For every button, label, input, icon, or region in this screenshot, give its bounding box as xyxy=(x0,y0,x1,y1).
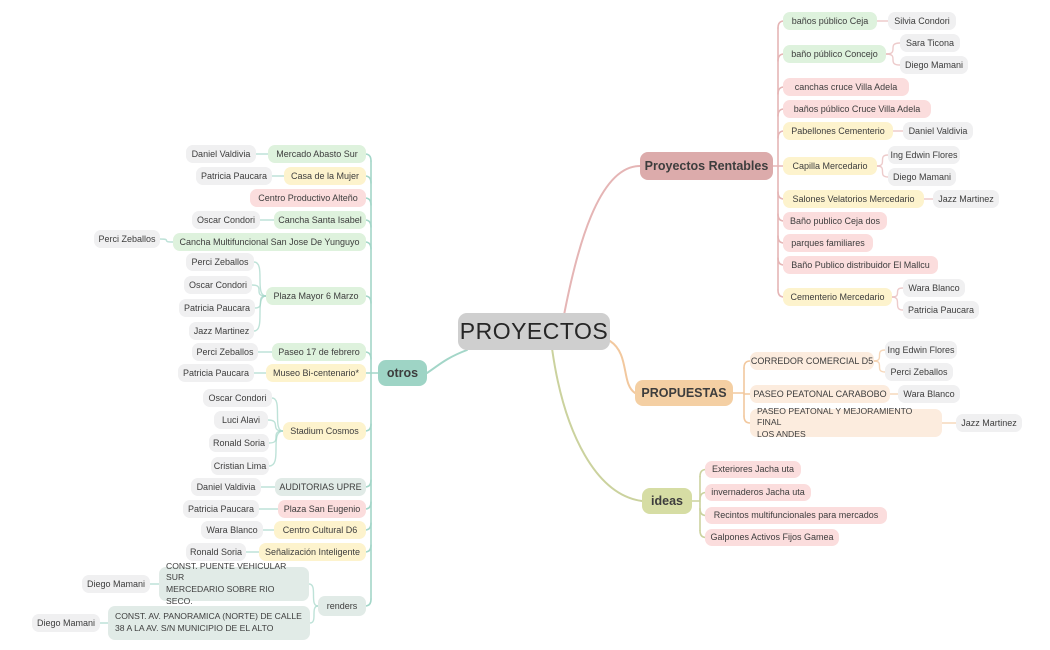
edge-line xyxy=(891,296,904,311)
node-daniel-valdivia[interactable]: Daniel Valdivia xyxy=(186,145,256,163)
node-diego-mamani[interactable]: Diego Mamani xyxy=(82,575,150,593)
node-propuestas[interactable]: PROPUESTAS xyxy=(635,380,733,406)
edge-line xyxy=(876,165,889,178)
node-cancha-multifuncional-san-jose-de-yunguy[interactable]: Cancha Multifuncional San Jose De Yunguy… xyxy=(173,233,366,251)
node-patricia-paucara[interactable]: Patricia Paucara xyxy=(196,167,272,185)
node-diego-mamani[interactable]: Diego Mamani xyxy=(900,56,968,74)
node-plaza-san-eugenio[interactable]: Plaza San Eugenio xyxy=(278,500,366,518)
node-luci-alavi[interactable]: Luci Alavi xyxy=(214,411,268,429)
node-perci-zeballos[interactable]: Perci Zeballos xyxy=(192,343,258,361)
node-silvia-condori[interactable]: Silvia Condori xyxy=(888,12,956,30)
node-diego-mamani[interactable]: Diego Mamani xyxy=(32,614,100,632)
node-paseo-17-de-febrero[interactable]: Paseo 17 de febrero xyxy=(272,343,366,361)
node-proyectos[interactable]: PROYECTOS xyxy=(458,313,610,350)
node-perci-zeballos[interactable]: Perci Zeballos xyxy=(885,363,953,381)
node-oscar-condori[interactable]: Oscar Condori xyxy=(184,276,252,294)
node-baño-público-concejo[interactable]: baño público Concejo xyxy=(783,45,886,63)
node-diego-mamani[interactable]: Diego Mamani xyxy=(888,168,956,186)
node-paseo-peatonal-carabobo[interactable]: PASEO PEATONAL CARABOBO xyxy=(750,385,890,403)
node-patricia-paucara[interactable]: Patricia Paucara xyxy=(179,299,255,317)
edge-line xyxy=(251,284,267,297)
edge-line xyxy=(563,165,641,314)
node-perci-zeballos[interactable]: Perci Zeballos xyxy=(94,230,160,248)
node-cancha-santa-isabel[interactable]: Cancha Santa Isabel xyxy=(274,211,366,229)
edge-line xyxy=(873,349,886,362)
edge-line xyxy=(271,397,284,432)
node-salones-velatorios-mercedario[interactable]: Salones Velatorios Mercedario xyxy=(783,190,924,208)
node-baños-público-cruce-villa-adela[interactable]: baños público Cruce Villa Adela xyxy=(783,100,931,118)
edge-line xyxy=(159,238,174,243)
node-canchas-cruce-villa-adela[interactable]: canchas cruce Villa Adela xyxy=(783,78,909,96)
edge-line xyxy=(609,340,636,394)
node-ideas[interactable]: ideas xyxy=(642,488,692,514)
node-patricia-paucara[interactable]: Patricia Paucara xyxy=(903,301,979,319)
edge-line xyxy=(268,430,284,467)
node-auditorias-upre[interactable]: AUDITORIAS UPRE xyxy=(275,478,366,496)
node-exteriores-jacha-uta[interactable]: Exteriores Jacha uta xyxy=(705,461,801,478)
node-invernaderos-jacha-uta[interactable]: invernaderos Jacha uta xyxy=(705,484,811,501)
edge-line xyxy=(891,287,904,298)
node-señalización-inteligente[interactable]: Señalización Inteligente xyxy=(259,543,366,561)
node-wara-blanco[interactable]: Wara Blanco xyxy=(898,385,960,403)
node-baños-público-ceja[interactable]: baños público Ceja xyxy=(783,12,877,30)
edge-line xyxy=(873,360,886,373)
edge-line xyxy=(885,42,901,55)
edge-line xyxy=(253,261,267,297)
node-baño-publico-ceja-dos[interactable]: Baño publico Ceja dos xyxy=(783,212,887,230)
edge-line xyxy=(743,415,751,424)
node-capilla-mercedario[interactable]: Capilla Mercedario xyxy=(783,157,877,175)
node-corredor-comercial-d5[interactable]: CORREDOR COMERCIAL D5 xyxy=(750,352,874,370)
edge-line xyxy=(426,349,468,374)
node-wara-blanco[interactable]: Wara Blanco xyxy=(903,279,965,297)
node-proyectos-rentables[interactable]: Proyectos Rentables xyxy=(640,152,773,180)
edge-line xyxy=(309,605,319,624)
node-oscar-condori[interactable]: Oscar Condori xyxy=(203,389,272,407)
node-patricia-paucara[interactable]: Patricia Paucara xyxy=(183,500,259,518)
node-ronald-soria[interactable]: Ronald Soria xyxy=(209,434,269,452)
node-sara-ticona[interactable]: Sara Ticona xyxy=(900,34,960,52)
node-baño-publico-distribuidor-el-mallcu[interactable]: Baño Publico distribuidor El Mallcu xyxy=(783,256,938,274)
edge-line xyxy=(876,154,889,167)
edge-line xyxy=(885,53,901,66)
node-cristian-lima[interactable]: Cristian Lima xyxy=(211,457,269,475)
node-pabellones-cementerio[interactable]: Pabellones Cementerio xyxy=(783,122,893,140)
edge-line xyxy=(551,349,643,502)
edge-line xyxy=(743,360,751,369)
node-const-av-panoramica-norte-de-calle-38-a-[interactable]: CONST. AV. PANORAMICA (NORTE) DE CALLE 3… xyxy=(108,606,310,640)
node-wara-blanco[interactable]: Wara Blanco xyxy=(201,521,263,539)
node-jazz-martinez[interactable]: Jazz Martinez xyxy=(933,190,999,208)
node-casa-de-la-mujer[interactable]: Casa de la Mujer xyxy=(284,167,366,185)
node-ing-edwin-flores[interactable]: Ing Edwin Flores xyxy=(885,341,957,359)
edge-line xyxy=(253,295,267,332)
node-stadium-cosmos[interactable]: Stadium Cosmos xyxy=(283,422,366,440)
node-jazz-martinez[interactable]: Jazz Martinez xyxy=(956,414,1022,432)
node-centro-cultural-d6[interactable]: Centro Cultural D6 xyxy=(274,521,366,539)
node-cementerio-mercedario[interactable]: Cementerio Mercedario xyxy=(783,288,892,306)
node-jazz-martinez[interactable]: Jazz Martinez xyxy=(189,322,254,340)
node-mercado-abasto-sur[interactable]: Mercado Abasto Sur xyxy=(268,145,366,163)
node-recintos-multifuncionales-para-mercados[interactable]: Recintos multifuncionales para mercados xyxy=(705,507,887,524)
node-ing-edwin-flores[interactable]: Ing Edwin Flores xyxy=(888,146,960,164)
node-daniel-valdivia[interactable]: Daniel Valdivia xyxy=(191,478,261,496)
edge-line xyxy=(267,419,284,432)
node-centro-productivo-alteño[interactable]: Centro Productivo Alteño xyxy=(250,189,366,207)
node-patricia-paucara[interactable]: Patricia Paucara xyxy=(178,364,254,382)
node-otros[interactable]: otros xyxy=(378,360,427,386)
node-oscar-condori[interactable]: Oscar Condori xyxy=(192,211,260,229)
node-renders[interactable]: renders xyxy=(318,596,366,616)
node-museo-bi-centenario[interactable]: Museo Bi-centenario* xyxy=(266,364,366,382)
node-const-puente-vehicular-sur-mercedario-so[interactable]: CONST. PUENTE VEHICULAR SUR MERCEDARIO S… xyxy=(159,561,309,606)
node-ronald-soria[interactable]: Ronald Soria xyxy=(186,543,246,561)
node-galpones-activos-fijos-gamea[interactable]: Galpones Activos Fijos Gamea xyxy=(705,529,839,546)
node-parques-familiares[interactable]: parques familiares xyxy=(783,234,873,252)
node-perci-zeballos[interactable]: Perci Zeballos xyxy=(186,253,254,271)
node-paseo-peatonal-y-mejoramiento-final-los-[interactable]: PASEO PEATONAL Y MEJORAMIENTO FINAL LOS … xyxy=(750,406,942,439)
edge-line xyxy=(308,583,319,607)
node-plaza-mayor-6-marzo[interactable]: Plaza Mayor 6 Marzo xyxy=(266,287,366,305)
node-daniel-valdivia[interactable]: Daniel Valdivia xyxy=(903,122,973,140)
